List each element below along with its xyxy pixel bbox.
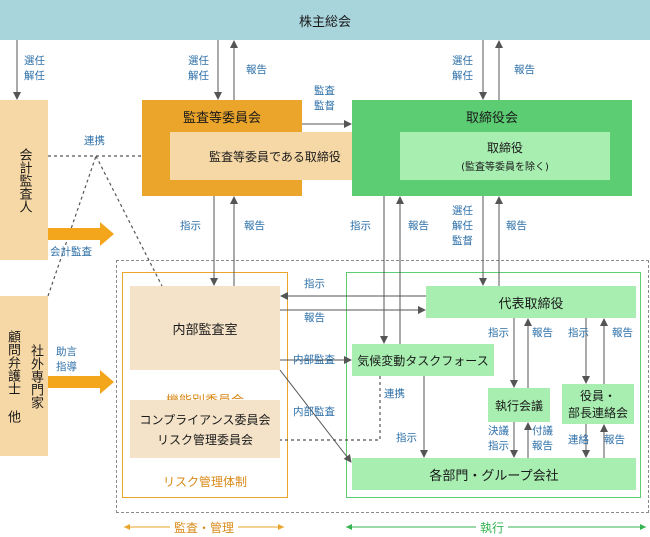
board-title: 取締役会 — [465, 111, 518, 126]
risk-management-system: リスク管理体制 — [162, 475, 247, 489]
accounting-auditor: 会計監査人 — [0, 100, 48, 260]
departments-label: 各部門・グループ会社 — [429, 468, 559, 484]
external-experts: 社外専門家 顧問弁護士 他 — [0, 296, 48, 456]
compliance-committee: コンプライアンス委員会 — [139, 412, 271, 427]
label-report-exec: 報告 — [532, 327, 553, 339]
liaison-auditor-internal-audit — [95, 155, 163, 287]
label-report-dept-officers: 報告 — [604, 434, 625, 446]
label-appoint-president: 選任 解任 監督 — [452, 205, 473, 247]
executive-meeting: 執行会議 — [488, 388, 550, 422]
label-liaison-taskforce: 連携 — [384, 388, 405, 400]
label-instruct-taskforce: 指示 — [350, 220, 371, 232]
dashed-enclosure — [116, 260, 649, 513]
label-internal-audit-departments: 内部監査 — [293, 406, 335, 418]
external-experts-line1: 社外専門家 — [28, 343, 43, 409]
board-directors-note: (監査等委員を除く) — [461, 162, 549, 173]
execution-frame — [346, 272, 641, 498]
internal-audit-label: 内部監査室 — [172, 322, 238, 338]
label-instruct-departments: 指示 — [396, 432, 417, 444]
label-report-internal-audit: 報告 — [244, 220, 265, 232]
advice-arrow — [48, 370, 114, 394]
officers-meeting: 役員・ 部長連絡会 — [562, 384, 634, 424]
board-directors: 取締役 (監査等委員を除く) — [400, 132, 610, 180]
internal-audit-office: 内部監査室 — [130, 286, 280, 370]
audit-committee-title: 監査等委員会 — [182, 111, 261, 126]
label-report-board: 報告 — [514, 64, 535, 76]
label-report-audit-committee: 報告 — [246, 64, 267, 76]
label-report-officers: 報告 — [612, 327, 633, 339]
accounting-audit-arrow — [48, 222, 114, 246]
label-internal-audit-taskforce: 内部監査 — [293, 354, 335, 366]
shareholders-meeting-label: 株主総会 — [298, 14, 351, 30]
label-audit-supervise: 監査 監督 — [314, 85, 335, 112]
executive-meeting-label: 執行会議 — [494, 398, 543, 413]
label-instruct-exec: 指示 — [488, 327, 509, 339]
departments-group-companies: 各部門・グループ会社 — [352, 458, 636, 490]
label-refer-report: 付議 報告 — [532, 425, 553, 452]
representative-director: 代表取締役 — [426, 286, 636, 318]
accounting-auditor-label: 会計監査人 — [16, 147, 32, 213]
shareholders-meeting: 株主総会 — [0, 0, 650, 40]
label-report-taskforce: 報告 — [408, 220, 429, 232]
label-instruct-internal-audit: 指示 — [180, 220, 201, 232]
legend-audit-management: 監査・管理 — [170, 519, 239, 536]
label-decide-instruct: 決議 指示 — [488, 425, 509, 452]
representative-director-label: 代表取締役 — [498, 296, 564, 312]
label-report-president: 報告 — [506, 220, 527, 232]
functional-committees: コンプライアンス委員会 リスク管理委員会 — [130, 400, 280, 458]
audit-committee-directors-label: 監査等委員である取締役 — [209, 149, 341, 164]
board-directors-label: 取締役 — [486, 141, 523, 155]
legend-execution: 執行 — [476, 519, 509, 536]
external-experts-line2: 顧問弁護士 他 — [5, 329, 20, 423]
label-appoint-auditor: 選任 解任 — [24, 55, 45, 82]
label-accounting-audit: 会計監査 — [50, 246, 92, 258]
label-advice-guidance: 助言 指導 — [56, 346, 77, 373]
label-liaison-auditor: 連携 — [84, 135, 105, 147]
officers-meeting-line2: 部長連絡会 — [567, 406, 628, 420]
officers-meeting-line1: 役員・ — [579, 389, 616, 403]
liaison-experts-dash — [47, 155, 97, 297]
label-contact: 連絡 — [568, 434, 589, 446]
label-report-internal-to-president: 報告 — [304, 312, 325, 324]
label-instruct-officers: 指示 — [568, 327, 589, 339]
label-instruct-president-audit: 指示 — [304, 278, 325, 290]
climate-task-force-label: 気候変動タスクフォース — [357, 353, 489, 368]
risk-committee: リスク管理委員会 — [156, 432, 253, 447]
audit-committee-directors: 監査等委員である取締役 — [170, 132, 380, 180]
label-appoint-audit-committee: 選任 解任 — [188, 55, 209, 82]
climate-task-force: 気候変動タスクフォース — [352, 344, 494, 376]
label-appoint-board: 選任 解任 — [452, 55, 473, 82]
audit-management-frame — [122, 272, 288, 498]
arrow-internal-audit-departments — [279, 369, 352, 463]
